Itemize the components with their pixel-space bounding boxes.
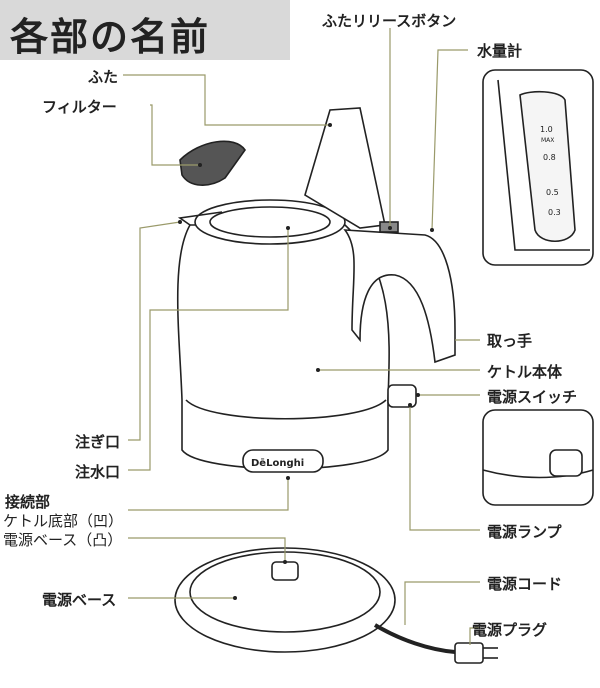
label-lid-release-button: ふたリリースボタン [322,12,457,30]
label-filter: フィルター [42,98,117,116]
gauge-mark-max: MAX [541,137,554,144]
label-connector-kettle: ケトル底部（凹） [3,512,124,530]
label-spout: 注ぎ口 [75,433,121,451]
label-connector: 接続部 [5,493,51,511]
label-power-cord: 電源コード [487,575,563,593]
gauge-mark-1-0: 1.0 [540,125,553,134]
lid-outline [304,107,386,229]
label-kettle-body: ケトル本体 [487,363,563,381]
page-title: 各部の名前 [10,15,211,59]
handle-outline [343,229,456,364]
title-background: 各部の名前 [0,0,290,60]
label-power-plug: 電源プラグ [472,621,548,639]
filter-shape [179,140,246,186]
label-power-lamp: 電源ランプ [487,523,562,541]
spout-outline [177,211,223,226]
power-switch-shape [387,384,417,408]
label-power-base: 電源ベース [42,591,117,609]
label-lid: ふた [88,68,119,86]
switch-callout [482,409,594,506]
power-plug-shape [454,642,484,664]
label-water-gauge: 水量計 [477,42,523,60]
power-cord-line [373,623,456,654]
gauge-mark-0-3: 0.3 [548,208,561,217]
brand-plate [242,449,324,473]
kettle-bottom-band [185,399,387,420]
label-fill-opening: 注水口 [75,463,121,481]
brand-logo-text: DēLonghi [251,458,304,469]
gauge-mark-0-8: 0.8 [543,153,556,162]
gauge-mark-0-5: 0.5 [546,188,559,197]
label-connector-base: 電源ベース（凸） [3,531,123,549]
label-power-switch: 電源スイッチ [487,388,578,406]
label-handle: 取っ手 [487,332,533,350]
